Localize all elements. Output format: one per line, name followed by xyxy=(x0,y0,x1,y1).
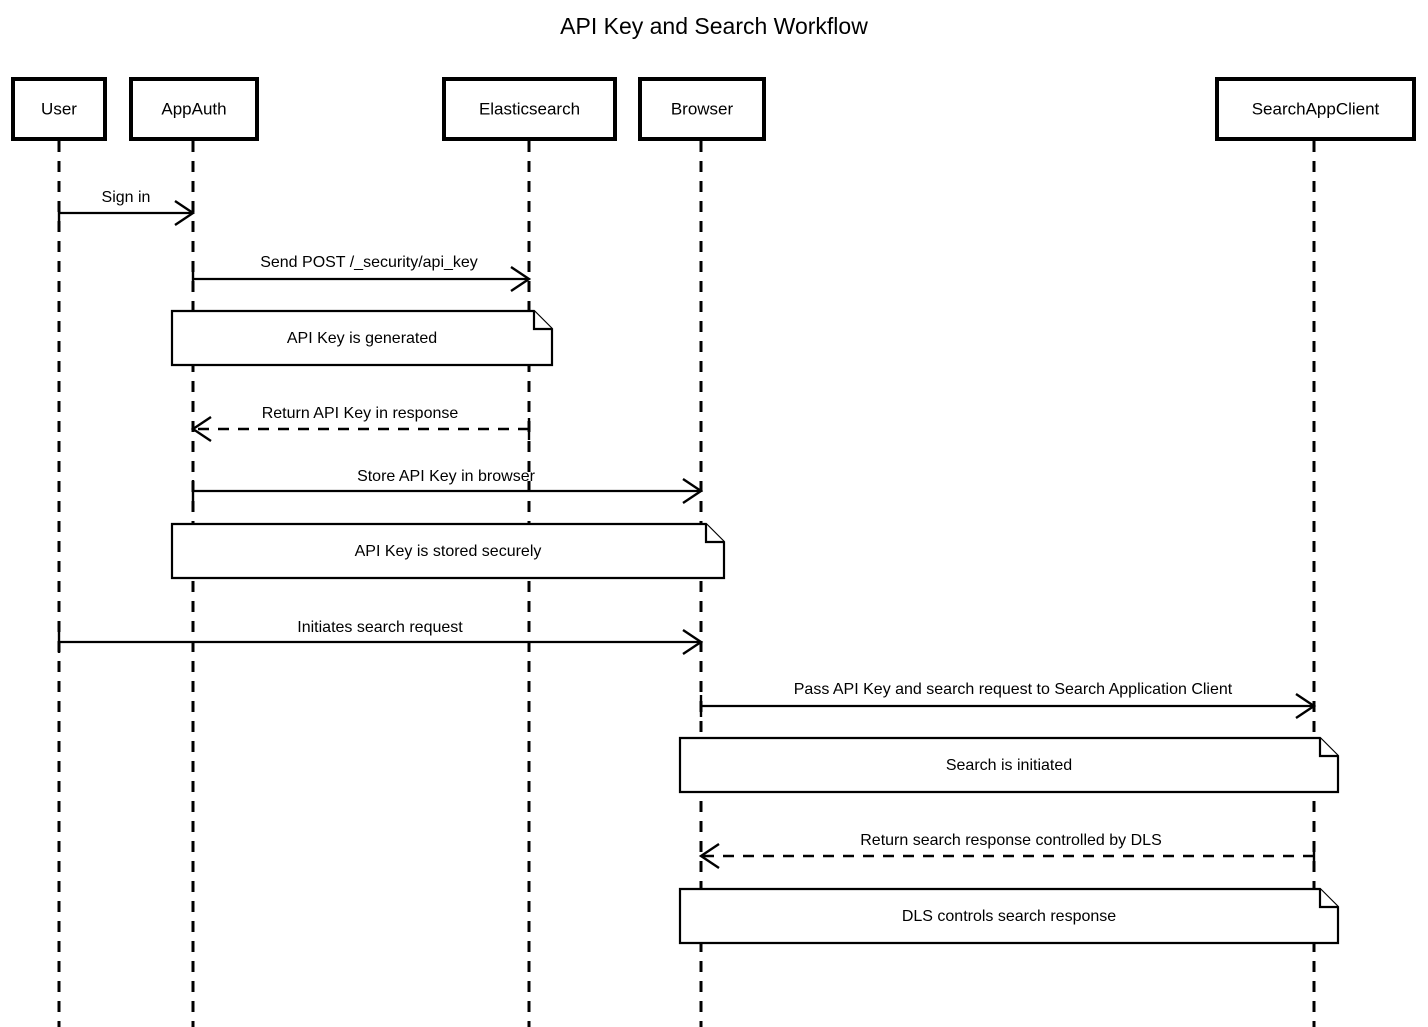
participant-box-browser xyxy=(638,77,766,141)
note-label-n1: API Key is generated xyxy=(287,330,437,347)
message-arrowhead-m3 xyxy=(190,416,212,442)
note-n4: DLS controls search response xyxy=(678,887,1340,945)
message-arrowhead-m6 xyxy=(1295,693,1317,719)
participant-label-appauth: AppAuth xyxy=(161,99,226,118)
participant-box-user xyxy=(11,77,107,141)
participant-label-browser: Browser xyxy=(671,99,734,118)
participant-elastic[interactable]: Elasticsearch xyxy=(442,77,617,141)
participant-user[interactable]: User xyxy=(11,77,107,141)
note-body-n2 xyxy=(170,522,726,580)
messages-group: Sign in Send POST /_security/api_keyRetur… xyxy=(57,189,1317,869)
message-arrowhead-m2 xyxy=(510,266,532,292)
message-arrowhead-m4 xyxy=(682,478,704,504)
note-fold-corner-n1 xyxy=(532,311,552,331)
participant-box-elastic xyxy=(442,77,617,141)
participant-browser[interactable]: Browser xyxy=(638,77,766,141)
participants-group: User AppAuth Elasticsearch Browser SearchApp… xyxy=(11,77,1416,141)
participant-box-appauth xyxy=(129,77,259,141)
message-m2[interactable]: Send POST /_security/api_key xyxy=(191,254,532,292)
participant-label-elastic: Elasticsearch xyxy=(479,99,580,118)
note-body-n1 xyxy=(170,309,554,367)
message-m3[interactable]: Return API Key in response xyxy=(190,405,531,442)
note-body-n4 xyxy=(678,887,1340,945)
participant-label-user: User xyxy=(41,99,77,118)
message-arrowhead-m7 xyxy=(698,843,720,869)
note-label-n2: API Key is stored securely xyxy=(355,543,542,560)
message-label-m2: Send POST /_security/api_key xyxy=(260,254,478,271)
note-n3: Search is initiated xyxy=(678,736,1340,794)
message-label-m7: Return search response controlled by DLS xyxy=(860,832,1162,849)
participant-appauth[interactable]: AppAuth xyxy=(129,77,259,141)
note-n2: API Key is stored securely xyxy=(170,522,726,580)
participant-label-searchclient: SearchAppClient xyxy=(1252,99,1380,118)
participant-box-searchclient xyxy=(1215,77,1416,141)
message-m4[interactable]: Store API Key in browser xyxy=(191,468,704,504)
message-label-m4: Store API Key in browser xyxy=(357,468,536,485)
note-fold-corner-n3 xyxy=(1318,738,1338,758)
message-label-m5: Initiates search request xyxy=(297,619,463,636)
message-label-m1: Sign in xyxy=(102,189,151,206)
message-m6[interactable]: Pass API Key and search request to Searc… xyxy=(699,681,1317,719)
note-label-n3: Search is initiated xyxy=(946,757,1072,774)
message-m5[interactable]: Initiates search request xyxy=(57,619,704,655)
note-fold-corner-n2 xyxy=(704,524,724,544)
page-title: API Key and Search Workflow xyxy=(560,13,868,39)
note-n1: API Key is generated xyxy=(170,309,554,367)
message-arrowhead-m1 xyxy=(174,200,196,226)
note-body-n3 xyxy=(678,736,1340,794)
note-fold-corner-n4 xyxy=(1318,889,1338,909)
participant-searchclient[interactable]: SearchAppClient xyxy=(1215,77,1416,141)
message-label-m3: Return API Key in response xyxy=(262,405,459,422)
message-m7[interactable]: Return search response controlled by DLS xyxy=(698,832,1316,869)
message-arrowhead-m5 xyxy=(682,629,704,655)
note-label-n4: DLS controls search response xyxy=(902,908,1116,925)
message-m1[interactable]: Sign in xyxy=(57,189,196,226)
message-label-m6: Pass API Key and search request to Searc… xyxy=(794,681,1233,698)
